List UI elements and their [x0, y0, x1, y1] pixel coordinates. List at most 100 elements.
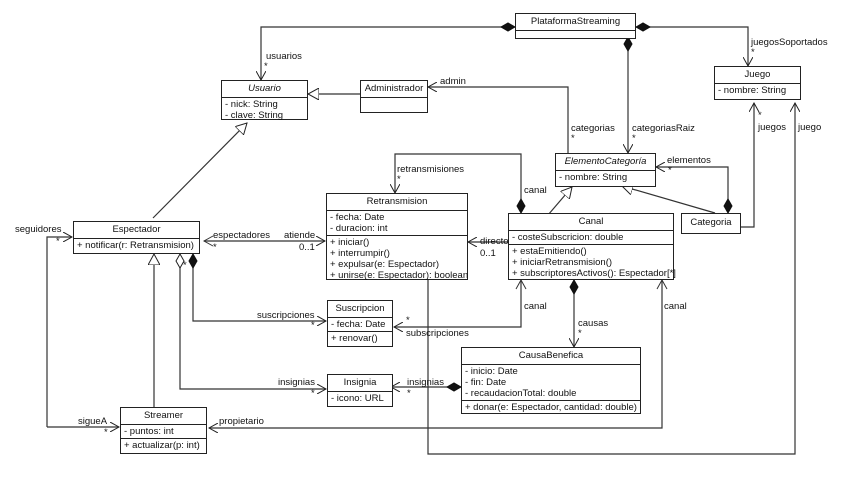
role-juegos: juegos	[758, 122, 786, 133]
attribute: - clave: String	[225, 110, 284, 121]
mult-categorias: *	[571, 133, 575, 144]
role-categorias: categorias	[571, 123, 615, 134]
role-suscripciones: suscripciones	[257, 310, 315, 321]
role-juego: juego	[798, 122, 822, 133]
class-espectador[interactable]: Espectador + notificar(r: Retransmision)	[73, 221, 200, 254]
role-elementos: elementos	[667, 155, 711, 166]
attribute: - nick: String	[225, 99, 278, 110]
mult-insignias-left: *	[311, 388, 315, 399]
assoc-propietario	[209, 280, 663, 428]
class-elemento-categoria[interactable]: ElementoCategoría - nombre: String	[555, 153, 656, 187]
role-subscripciones: subscripciones	[406, 328, 469, 339]
assoc-juegos-soportados	[636, 27, 748, 66]
operation: + expulsar(e: Espectador)	[330, 259, 440, 270]
gen-espectador-usuario	[152, 123, 247, 219]
class-plataforma-streaming[interactable]: PlataformaStreaming	[515, 13, 636, 39]
assoc-juegos	[736, 103, 754, 228]
class-name: CausaBenefica	[462, 348, 640, 365]
assoc-usuarios	[261, 27, 515, 80]
role-espectadores: espectadores	[213, 230, 271, 241]
class-insignia[interactable]: Insignia - icono: URL	[327, 374, 393, 407]
assoc-seguidores	[46, 237, 72, 427]
class-usuario[interactable]: Usuario - nick: String - clave: String	[221, 80, 308, 121]
assoc-admin-categorias	[428, 87, 569, 153]
role-retransmisiones: retransmisiones	[397, 164, 465, 175]
role-categorias-raiz: categoriasRaiz	[632, 123, 695, 134]
class-canal[interactable]: Canal - costeSubscricion: double + estaE…	[508, 213, 676, 280]
class-name: Categoria	[690, 217, 732, 228]
class-retransmision[interactable]: Retransmision - fecha: Date - duracion: …	[326, 193, 469, 281]
operation: + subscriptoresActivos(): Espectador[*]	[512, 268, 676, 279]
class-name: Insignia	[328, 375, 392, 392]
attribute: - fecha: Date	[331, 319, 386, 330]
class-name: Suscripcion	[328, 301, 392, 318]
operation: + estaEmitiendo()	[512, 246, 587, 257]
attribute: - fin: Date	[465, 377, 507, 388]
mult-directo: 0..1	[480, 248, 496, 259]
mult-suscripciones: *	[311, 320, 315, 331]
role-sigue-a: sigueA	[78, 416, 108, 427]
assoc-insignias-espectador	[180, 254, 326, 389]
class-categoria[interactable]: Categoria	[681, 213, 741, 234]
class-name: ElementoCategoría	[556, 154, 655, 171]
attribute: - duracion: int	[330, 223, 388, 234]
role-canal-right: canal	[664, 301, 687, 312]
operation: + donar(e: Espectador, cantidad: double)	[465, 402, 637, 413]
role-canal-top: canal	[524, 185, 547, 196]
attribute: - icono: URL	[331, 393, 384, 404]
operation: + iniciarRetransmision()	[512, 257, 613, 268]
gen-categoria-elemento	[622, 186, 716, 214]
attribute: - puntos: int	[124, 426, 174, 437]
mult-juegos: *	[758, 110, 762, 121]
role-juegos-soportados: juegosSoportados	[751, 37, 828, 48]
mult-atiende: 0..1	[299, 242, 315, 253]
class-name: Espectador	[74, 222, 199, 239]
mult-retransmisiones: *	[397, 174, 401, 185]
mult-elementos: *	[668, 165, 672, 176]
mult-categorias-raiz: *	[632, 133, 636, 144]
attribute: - recaudacionTotal: double	[465, 388, 577, 399]
mult-espectadores: *	[213, 242, 217, 253]
class-name: PlataformaStreaming	[516, 14, 635, 31]
gen-canal-elemento	[547, 187, 572, 216]
mult-subscripciones: *	[406, 315, 410, 326]
class-name: Juego	[715, 67, 800, 84]
assoc-retransmisiones	[395, 153, 521, 213]
role-admin: admin	[440, 76, 466, 87]
attribute: - costeSubscricion: double	[512, 232, 624, 243]
assoc-juego	[427, 103, 795, 455]
role-propietario: propietario	[219, 416, 264, 427]
class-causa-benefica[interactable]: CausaBenefica - inicio: Date - fin: Date…	[461, 347, 641, 414]
mult-espectador-agg: *	[183, 260, 187, 271]
mult-sigue-a: *	[104, 427, 108, 438]
class-streamer[interactable]: Streamer - puntos: int + actualizar(p: i…	[120, 407, 207, 454]
class-name: Retransmision	[327, 194, 467, 211]
role-insignias-right: insignias	[407, 377, 444, 388]
role-insignias-left: insignias	[278, 377, 315, 388]
class-administrador[interactable]: Administrador	[360, 80, 428, 113]
attribute: - nombre: String	[718, 85, 787, 96]
class-juego[interactable]: Juego - nombre: String	[714, 66, 801, 100]
operation: + iniciar()	[330, 237, 370, 248]
role-canal-mid: canal	[524, 301, 547, 312]
attribute: - fecha: Date	[330, 212, 385, 223]
mult-causas: *	[578, 328, 582, 339]
assoc-elementos	[656, 167, 728, 213]
operation: + unirse(e: Espectador): boolean	[330, 270, 469, 281]
mult-insignias-right: *	[407, 388, 411, 399]
operation: + renovar()	[331, 333, 378, 344]
role-directo: directo	[480, 236, 509, 247]
class-suscripcion[interactable]: Suscripcion - fecha: Date + renovar()	[327, 300, 393, 347]
assoc-subscripciones	[394, 280, 522, 327]
attribute: - nombre: String	[559, 172, 628, 183]
operation: + interrumpir()	[330, 248, 390, 259]
role-seguidores: seguidores	[15, 224, 62, 235]
class-name: Usuario	[222, 81, 307, 98]
role-atiende: atiende	[284, 230, 316, 241]
role-causas: causas	[578, 318, 609, 329]
attribute: - inicio: Date	[465, 366, 518, 377]
class-name: Streamer	[121, 408, 206, 425]
class-name: Canal	[509, 214, 673, 231]
mult-seguidores: *	[56, 236, 60, 247]
